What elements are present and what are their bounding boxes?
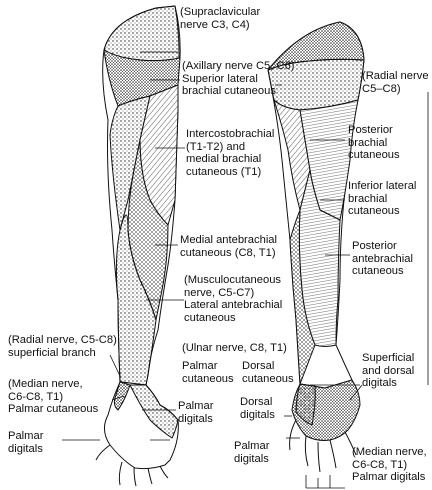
label-dorsal-digitals: Dorsal digitals [240, 396, 275, 421]
label-median-palmar-digitals: (Median nerve, C6-C8, T1) Palmar digital… [352, 446, 427, 484]
label-musculocutaneous: (Musculocutaneous nerve, C5-C7) Lateral … [184, 274, 282, 324]
label-inferior-lateral: Inferior lateral brachial cutaneous [348, 180, 416, 218]
label-axillary: (Axillary nerve C5, C6) Superior lateral… [182, 60, 295, 98]
label-posterior-brachial: Posterior brachial cutaneous [348, 124, 400, 162]
label-superficial-dorsal: Superficial and dorsal digitals [362, 352, 414, 390]
label-median-palmar-cutaneous: (Median nerve, C6-C8, T1) Palmar cutaneo… [8, 378, 98, 416]
label-posterior-antebrachial: Posterior antebrachial cutaneous [352, 240, 413, 278]
label-medial-antebrachial: Medial antebrachial cutaneous (C8, T1) [180, 234, 277, 259]
label-palmar-digitals-right: Palmar digitals [234, 440, 269, 465]
anterior-arm [96, 6, 180, 486]
label-radial-nerve: (Radial nerve C5–C8) [362, 70, 429, 95]
label-palmar-digitals-mid: Palmar digitals [178, 400, 213, 425]
label-intercostobrachial: Intercostobrachial (T1-T2) and medial br… [186, 128, 274, 178]
label-palmar-digitals-left: Palmar digitals [8, 430, 43, 455]
label-ulnar-nerve: (Ulnar nerve, C8, T1) [182, 342, 287, 355]
label-palmar-cutaneous: Palmar cutaneous [182, 360, 234, 385]
label-radial-superficial: (Radial nerve, C5-C8) superficial branch [8, 334, 117, 359]
label-supraclavicular: (Supraclavicular nerve C3, C4) [180, 6, 260, 31]
label-dorsal-cutaneous: Dorsal cutaneous [242, 360, 294, 385]
